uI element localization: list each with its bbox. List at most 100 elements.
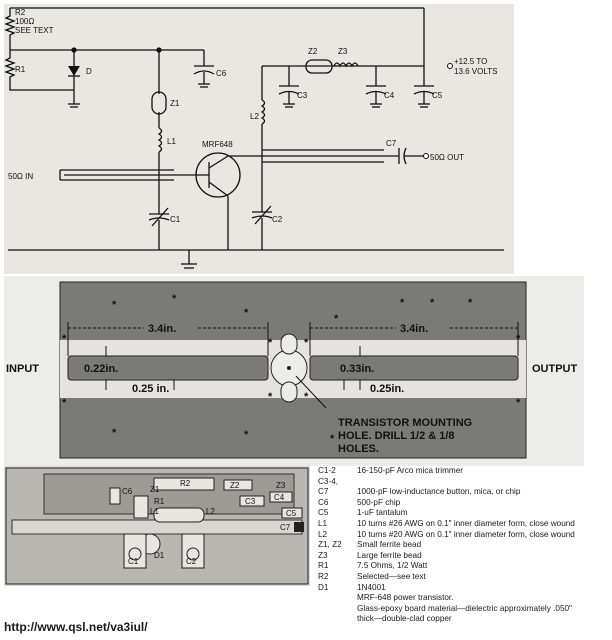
z3-ferrite-symbol [333,62,359,68]
label-r2-note: SEE TEXT [15,26,54,35]
label-z2: Z2 [308,47,318,56]
diode-symbol [68,66,80,76]
input-microstrip [67,355,269,381]
label-r2-value: 100Ω [15,17,34,26]
label-mrf648: MRF648 [202,140,233,149]
parts-label-c2: C2 [186,557,197,566]
parts-list-desc: 7.5 Ohms, 1/2 Watt [357,561,428,571]
parts-label-l2: L2 [206,507,215,516]
parts-list-desc: Selected—see text [357,571,426,581]
source-url: http://www.qsl.net/va3iul/ [4,620,148,634]
parts-list-desc [357,477,610,488]
parts-list-ref [318,604,357,615]
parts-list-desc: 10 turns #20 AWG on 0.1" inner diameter … [357,529,575,539]
label-c5: C5 [432,91,443,100]
parts-list-desc: Small ferrite bead [357,540,422,550]
label-c7: C7 [386,139,397,148]
l1-inductor-symbol [157,127,163,153]
r1-resistor-symbol [4,50,74,91]
parts-list-ref: R2 [318,571,329,581]
parts-list-desc: 500-pF chip [357,497,401,507]
dim-left-width: 0.22in. [84,363,118,375]
layout-output-label: OUTPUT [532,363,578,375]
parts-label-d1: D1 [154,551,165,560]
parts-list-row: R2 Selected—see text [318,572,610,583]
parts-list-row: thick—double-clad copper [318,614,610,625]
parts-list-ref: C7 [318,487,329,497]
label-l1: L1 [167,137,176,146]
dim-right-gap: 0.25in. [370,383,404,395]
dim-right-width: 0.33in. [340,363,374,375]
schematic-diagram: R2 100Ω SEE TEXT R1 D C6 Z1 L1 MRF648 50… [4,4,514,274]
label-r1: R1 [15,65,26,74]
ground-symbols [68,83,430,108]
dim-left-gap: 0.25 in. [132,383,169,395]
svg-text:*: * [244,307,249,319]
parts-placement-diagram: C6 Z1 L1 R2 R1 C3 Z2 Z3 C4 L2 C5 C7 C1 D… [4,466,310,586]
label-l2: L2 [250,112,259,121]
board-layout-diagram: INPUT OUTPUT 3.4in. 3.4in. 0.22in. 0.33i… [4,276,584,466]
parts-label-c4: C4 [274,493,285,502]
svg-text:*: * [268,337,273,349]
parts-label-c7: C7 [280,523,291,532]
svg-text:*: * [62,333,67,345]
parts-list-desc: Glass-epoxy board material—dielectric ap… [357,603,572,613]
parts-list-row: C3-4, [318,477,610,488]
parts-list-ref: C3-4, [318,476,339,486]
parts-label-c6: C6 [122,487,133,496]
parts-list-row: MRF-648 power transistor. [318,593,610,604]
dim-right-length: 3.4in. [400,323,428,335]
parts-list-ref: Z1, Z2 [318,540,342,550]
parts-list-row: L2 10 turns #20 AWG on 0.1" inner diamete… [318,530,610,541]
label-c4: C4 [384,91,395,100]
z2-ferrite-bead [305,59,333,74]
label-r2: R2 [15,8,26,17]
z1-ferrite-bead [151,91,167,115]
svg-text:*: * [244,429,249,441]
svg-text:*: * [62,397,67,409]
label-supply-1: +12.5 TO [454,57,487,66]
parts-label-r2: R2 [180,479,191,488]
parts-list-row: C6 500-pF chip [318,498,610,509]
parts-label-c5: C5 [286,509,297,518]
parts-list-desc: thick—double-clad copper [357,614,452,624]
parts-label-l1: L1 [150,507,159,516]
mounting-note-1: TRANSISTOR MOUNTING [338,417,472,429]
label-c6: C6 [216,69,227,78]
parts-label-z1: Z1 [150,485,160,494]
svg-text:*: * [516,397,521,409]
parts-label-c3: C3 [245,497,256,506]
svg-text:*: * [400,297,405,309]
label-c3: C3 [297,91,308,100]
via-hole-markers: * * * * * * * * * * * * * * * * * * [62,293,521,445]
svg-text:*: * [516,333,521,345]
l2-inductor-symbol [260,99,266,125]
label-c2: C2 [272,215,283,224]
label-output: 50Ω OUT [430,153,464,162]
r2-resistor-symbol [4,8,16,50]
parts-list-desc: 1N4001 [357,582,386,592]
parts-list-desc: 1-uF tantalum [357,508,408,518]
label-z1: Z1 [170,99,180,108]
parts-list-ref: Z3 [318,550,328,560]
parts-list-row: Z1, Z2 Small ferrite bead [318,540,610,551]
mounting-note-3: HOLES. [338,443,379,455]
parts-label-z2: Z2 [230,481,240,490]
layout-input-label: INPUT [6,363,39,375]
output-microstrip [309,355,519,381]
parts-label-z3: Z3 [276,481,286,490]
label-c1: C1 [170,215,181,224]
parts-list-ref: C6 [318,497,329,507]
parts-list-desc: MRF-648 power transistor. [357,593,454,603]
parts-list-ref: L2 [318,529,328,539]
svg-text:*: * [430,297,435,309]
svg-text:*: * [172,293,177,305]
